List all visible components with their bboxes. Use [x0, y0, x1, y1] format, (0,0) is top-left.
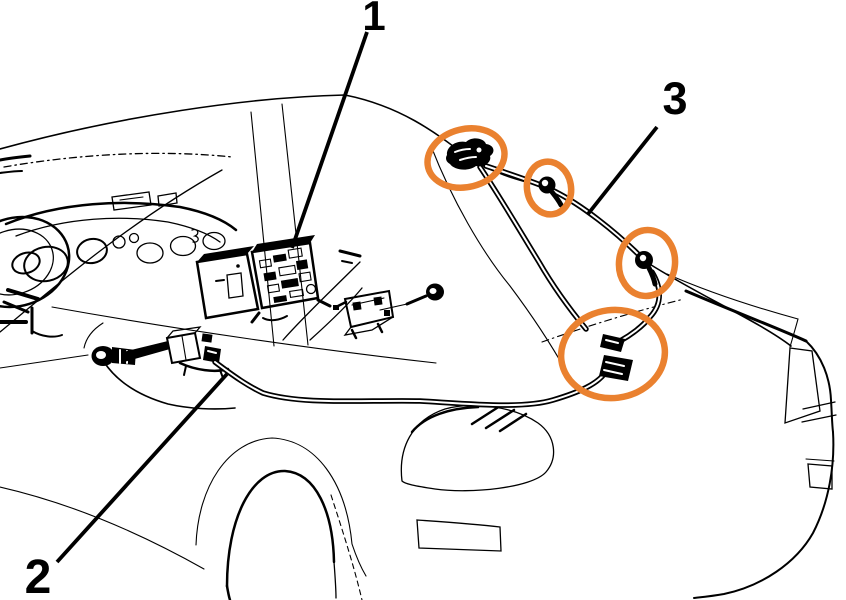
car-body-outline [0, 94, 837, 600]
highlight-ring-grommet [424, 125, 508, 191]
antenna-cable [212, 138, 662, 408]
cable-connector [599, 334, 633, 381]
center-console-bracket [333, 289, 395, 340]
steering-wheel [0, 215, 71, 314]
callout-2-label: 2 [25, 551, 52, 600]
cable-clip-1 [538, 176, 564, 208]
highlight-rings [424, 125, 679, 402]
callout-1-label: 1 [362, 0, 385, 39]
radio-buttons [258, 247, 312, 304]
antenna-amplifier-unit [91, 326, 230, 379]
highlight-ring-clip-2 [615, 226, 679, 300]
highlight-ring-connector [557, 306, 669, 402]
callout-3-leader [586, 125, 659, 216]
callout-3-label: 3 [662, 73, 687, 124]
lighter-knob [379, 283, 444, 311]
antenna-grommet [446, 138, 494, 170]
highlight-ring-clip-1 [523, 158, 575, 218]
gauge-cluster [23, 245, 69, 283]
radio-head-unit [195, 235, 332, 324]
dash-vent [136, 242, 164, 264]
cable-clip-2 [635, 251, 658, 287]
callouts: 1 2 3 [25, 0, 688, 600]
callout-2-leader [55, 372, 229, 564]
callout-1-leader [290, 31, 369, 249]
